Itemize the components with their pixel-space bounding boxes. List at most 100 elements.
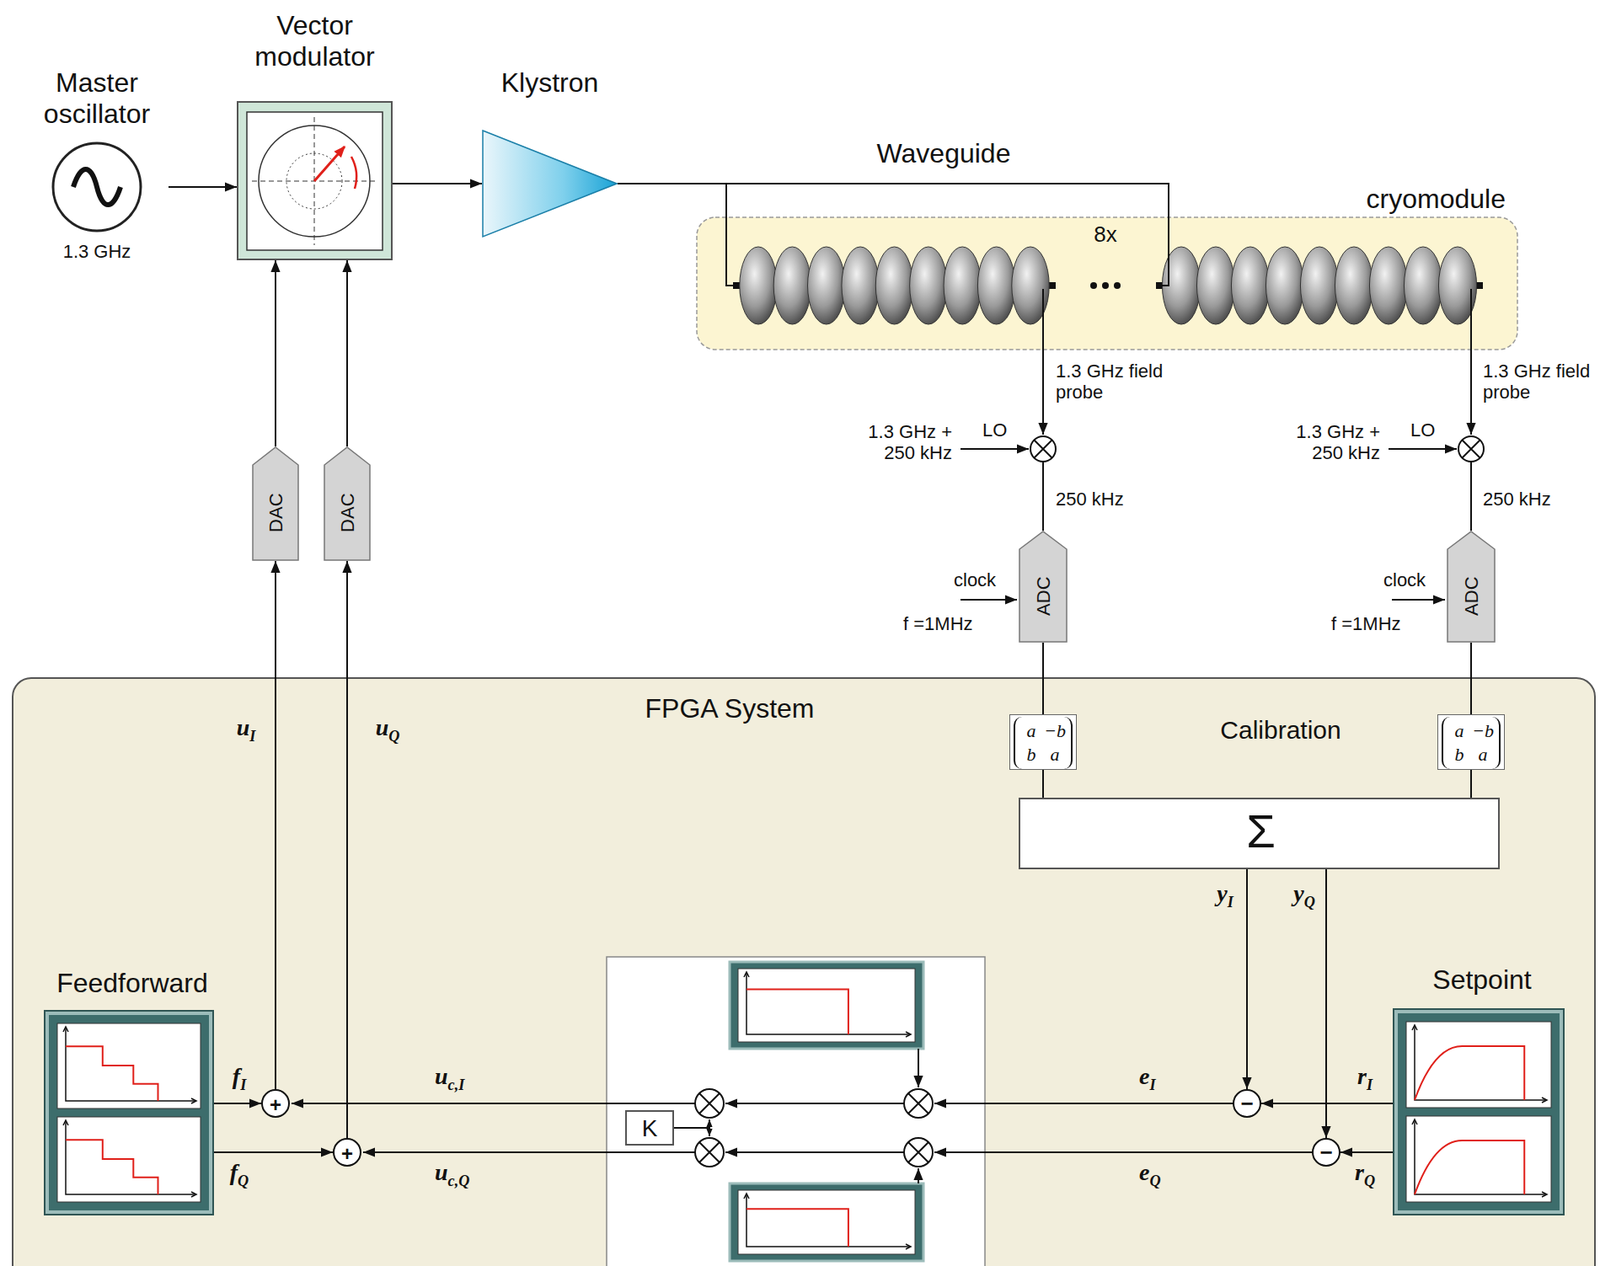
sine-symbol (73, 169, 121, 205)
window-line (917, 1168, 920, 1184)
controller-box (606, 957, 985, 1266)
matrix-entry: a (1020, 720, 1043, 742)
plot-axis (1412, 1025, 1547, 1103)
text-slot: + (262, 1092, 289, 1119)
plot-axis (743, 972, 911, 1038)
cavity-cell (1196, 246, 1235, 325)
plot-axis (63, 1027, 197, 1104)
text-slot: LO (982, 419, 1017, 441)
plot-frame (57, 1117, 201, 1203)
text-slot: Klystron (481, 67, 618, 99)
text-slot: LO (1410, 419, 1445, 441)
text-slot: uc,Q (434, 1159, 503, 1187)
signal-arrow (346, 260, 348, 447)
signal-arrow (212, 1102, 262, 1105)
edge-label: Waveguide (867, 138, 1020, 170)
waveguide-branch (726, 183, 735, 286)
text-slot: uQ (369, 714, 407, 742)
signal-arrow (392, 182, 482, 185)
plot-axis (65, 1121, 197, 1195)
signal-name: fQ (220, 1159, 258, 1187)
signal-name: rQ (1346, 1159, 1384, 1187)
control-line (291, 1102, 696, 1105)
phasor-arc (351, 156, 357, 189)
node-label: Klystron (481, 67, 618, 99)
multiplier-symbol (695, 1089, 933, 1167)
signal-arrow (1261, 1102, 1395, 1105)
signal-line (1470, 770, 1472, 798)
matrix-entry: −b (1043, 720, 1066, 742)
cavity-cell (1230, 246, 1269, 325)
plot-frame (738, 1190, 916, 1255)
cavity-cell (909, 246, 948, 325)
cavity-cell (1265, 246, 1304, 325)
klystron-amplifier: Klystron (481, 50, 618, 246)
signal-arrow (1325, 869, 1328, 1139)
plot-axis (65, 1027, 197, 1102)
plot-axis (746, 1194, 911, 1247)
converter-shape (1019, 531, 1067, 643)
operator-sign: − (1313, 1139, 1339, 1166)
subtractor-circle: − (1311, 1138, 1341, 1167)
plot-frame (738, 968, 916, 1043)
probe-line (1042, 288, 1044, 435)
text-slot: FPGA System (603, 693, 857, 725)
annotation-label: 1.3 GHz field probe (1055, 360, 1174, 404)
adc-converter: ADC (1018, 530, 1068, 643)
window-line (917, 1048, 920, 1088)
plot-curve (746, 989, 849, 1035)
node-label: Setpoint (1380, 964, 1584, 996)
clock-line (960, 599, 1017, 601)
signal-name: uc,I (434, 1063, 503, 1091)
plot-axis (63, 1120, 197, 1198)
text-slot: K (626, 1115, 673, 1143)
setpoint-table: Setpoint (1394, 1010, 1563, 1215)
text-slot: 1.3 GHz + 250 kHz (842, 421, 953, 465)
text-slot: fI (220, 1063, 258, 1091)
operator-sign: + (334, 1141, 360, 1167)
if-line (1042, 461, 1044, 531)
text-slot: 250 kHz (1482, 488, 1568, 510)
text-slot: DAC (251, 465, 300, 562)
cavity-cell (1403, 246, 1442, 325)
controller-plots (729, 962, 924, 1262)
text-slot: rI (1346, 1063, 1384, 1091)
waveguide-branch (1159, 217, 1169, 286)
text-slot: uc,I (434, 1063, 503, 1091)
text-slot: 250 kHz (1055, 488, 1140, 510)
annotation-label: 1.3 GHz + 250 kHz (842, 421, 953, 465)
text-slot: DAC (323, 465, 371, 562)
cavity-cell (977, 246, 1015, 325)
signal-name: fI (220, 1063, 258, 1091)
cavity-cell (808, 246, 846, 325)
phasor-circle (258, 125, 370, 237)
gain-arrow (708, 1128, 711, 1137)
modulator-face (246, 112, 383, 251)
signal-name: eQ (1139, 1159, 1182, 1187)
adder-circle: + (332, 1138, 362, 1167)
converter-shape (324, 447, 370, 561)
cavity-cell (943, 246, 981, 325)
plot-curve (1414, 1046, 1525, 1101)
text-slot: −b (1471, 720, 1494, 742)
text-slot: uI (227, 714, 265, 742)
error-line (934, 1102, 1233, 1105)
signal-name: uQ (369, 714, 407, 742)
signal-name: uI (227, 714, 265, 742)
text-slot: 8x (1080, 222, 1131, 248)
plot-frame (1406, 1116, 1552, 1203)
cavity-cell (1334, 246, 1373, 325)
phasor-arrow (314, 146, 345, 182)
signal-name: rI (1346, 1063, 1384, 1091)
oscillator-circle (53, 143, 141, 231)
text-slot: a (1471, 743, 1494, 766)
node-label: Feedforward (31, 968, 234, 1000)
matrix-bracket (1013, 717, 1023, 770)
signal-arrow (274, 561, 277, 1090)
text-slot: 1.3 GHz (25, 240, 169, 263)
plot-pair (48, 1015, 209, 1211)
text-slot: 1.3 GHz + 250 kHz (1270, 421, 1381, 465)
text-slot: clock (953, 569, 1013, 591)
matrix-entry: a (1448, 720, 1471, 742)
signal-arrow (212, 1151, 333, 1154)
